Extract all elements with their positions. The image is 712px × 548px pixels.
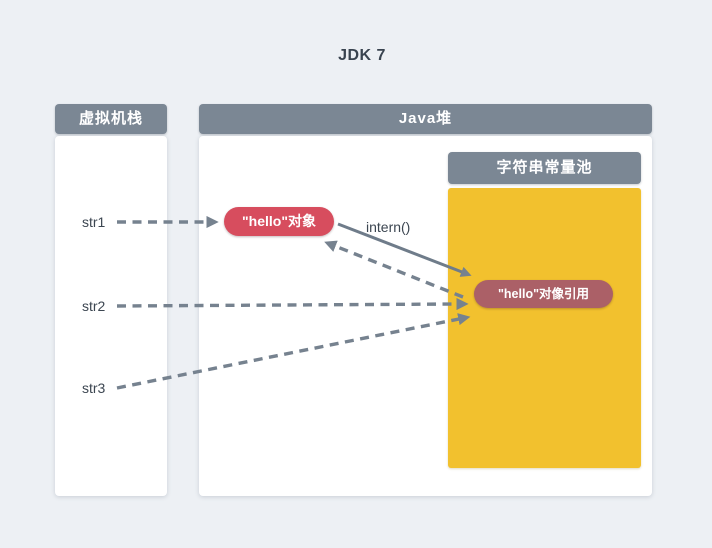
java-heap-header: Java堆: [199, 104, 652, 134]
vm-stack-header: 虚拟机栈: [55, 104, 167, 134]
arrow-reference-to-hello-object: [324, 240, 464, 299]
string-pool-header: 字符串常量池: [448, 152, 641, 184]
diagram-title: JDK 7: [338, 47, 386, 64]
intern-label: intern(): [366, 219, 411, 235]
arrow-str3-to-hello-reference: [116, 313, 471, 390]
hello-reference-node: "hello"对像引用: [474, 280, 613, 308]
var-str2: str2: [82, 298, 106, 314]
var-str1: str1: [82, 214, 106, 230]
var-str3: str3: [82, 380, 106, 396]
arrow-intern-call: [337, 222, 472, 277]
string-pool-body: [448, 188, 641, 468]
hello-object-node: "hello"对象: [224, 207, 334, 236]
vm-stack-body: [55, 136, 167, 496]
arrow-str2-to-hello-reference: [116, 297, 469, 311]
